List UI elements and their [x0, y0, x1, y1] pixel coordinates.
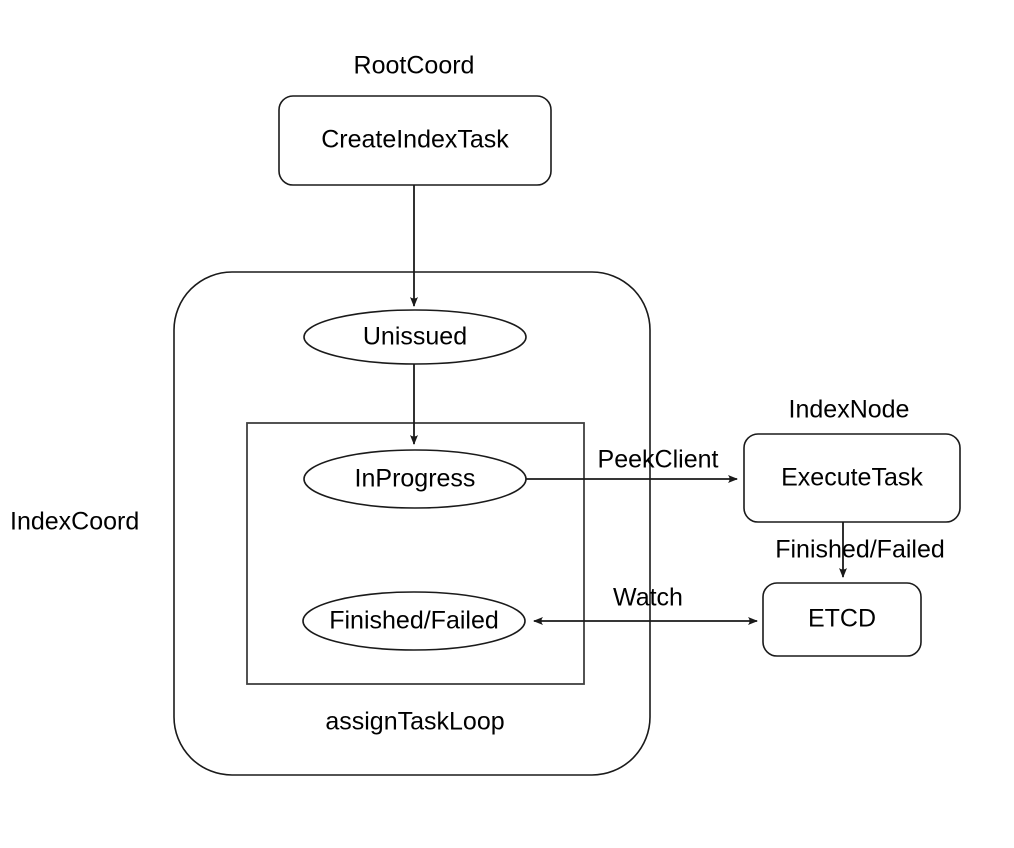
node-etcd[interactable]: ETCD	[762, 582, 922, 657]
edge-label-watch: Watch	[613, 584, 683, 612]
group-label-rootcoord: RootCoord	[354, 52, 475, 80]
node-unissued-shape[interactable]	[303, 309, 527, 365]
node-execute-task-shape[interactable]	[743, 433, 961, 523]
node-create-index-task-shape[interactable]	[278, 95, 552, 186]
node-etcd-shape[interactable]	[762, 582, 922, 657]
node-finished-failed-shape[interactable]	[302, 591, 526, 651]
edge-label-finished-failed: Finished/Failed	[775, 536, 945, 564]
node-execute-task[interactable]: ExecuteTask	[743, 433, 961, 523]
node-create-index-task[interactable]: CreateIndexTask	[278, 95, 552, 186]
group-label-assigntaskloop: assignTaskLoop	[325, 708, 504, 736]
group-label-indexcoord: IndexCoord	[10, 508, 139, 536]
node-etcd-label: ETCD	[808, 605, 876, 633]
node-inprogress[interactable]: InProgress	[303, 449, 527, 509]
node-inprogress-label: InProgress	[355, 465, 476, 493]
edge-label-peekclient: PeekClient	[598, 446, 719, 474]
group-container-indexcoord	[173, 271, 651, 776]
node-unissued[interactable]: Unissued	[303, 309, 527, 365]
node-execute-task-label: ExecuteTask	[781, 464, 923, 492]
node-unissued-label: Unissued	[363, 323, 467, 351]
group-container-assigntaskloop	[246, 422, 585, 685]
node-finished-failed[interactable]: Finished/Failed	[302, 591, 526, 651]
node-create-index-task-label: CreateIndexTask	[321, 126, 509, 154]
node-finished-failed-label: Finished/Failed	[329, 607, 499, 635]
group-label-indexnode: IndexNode	[789, 396, 910, 424]
